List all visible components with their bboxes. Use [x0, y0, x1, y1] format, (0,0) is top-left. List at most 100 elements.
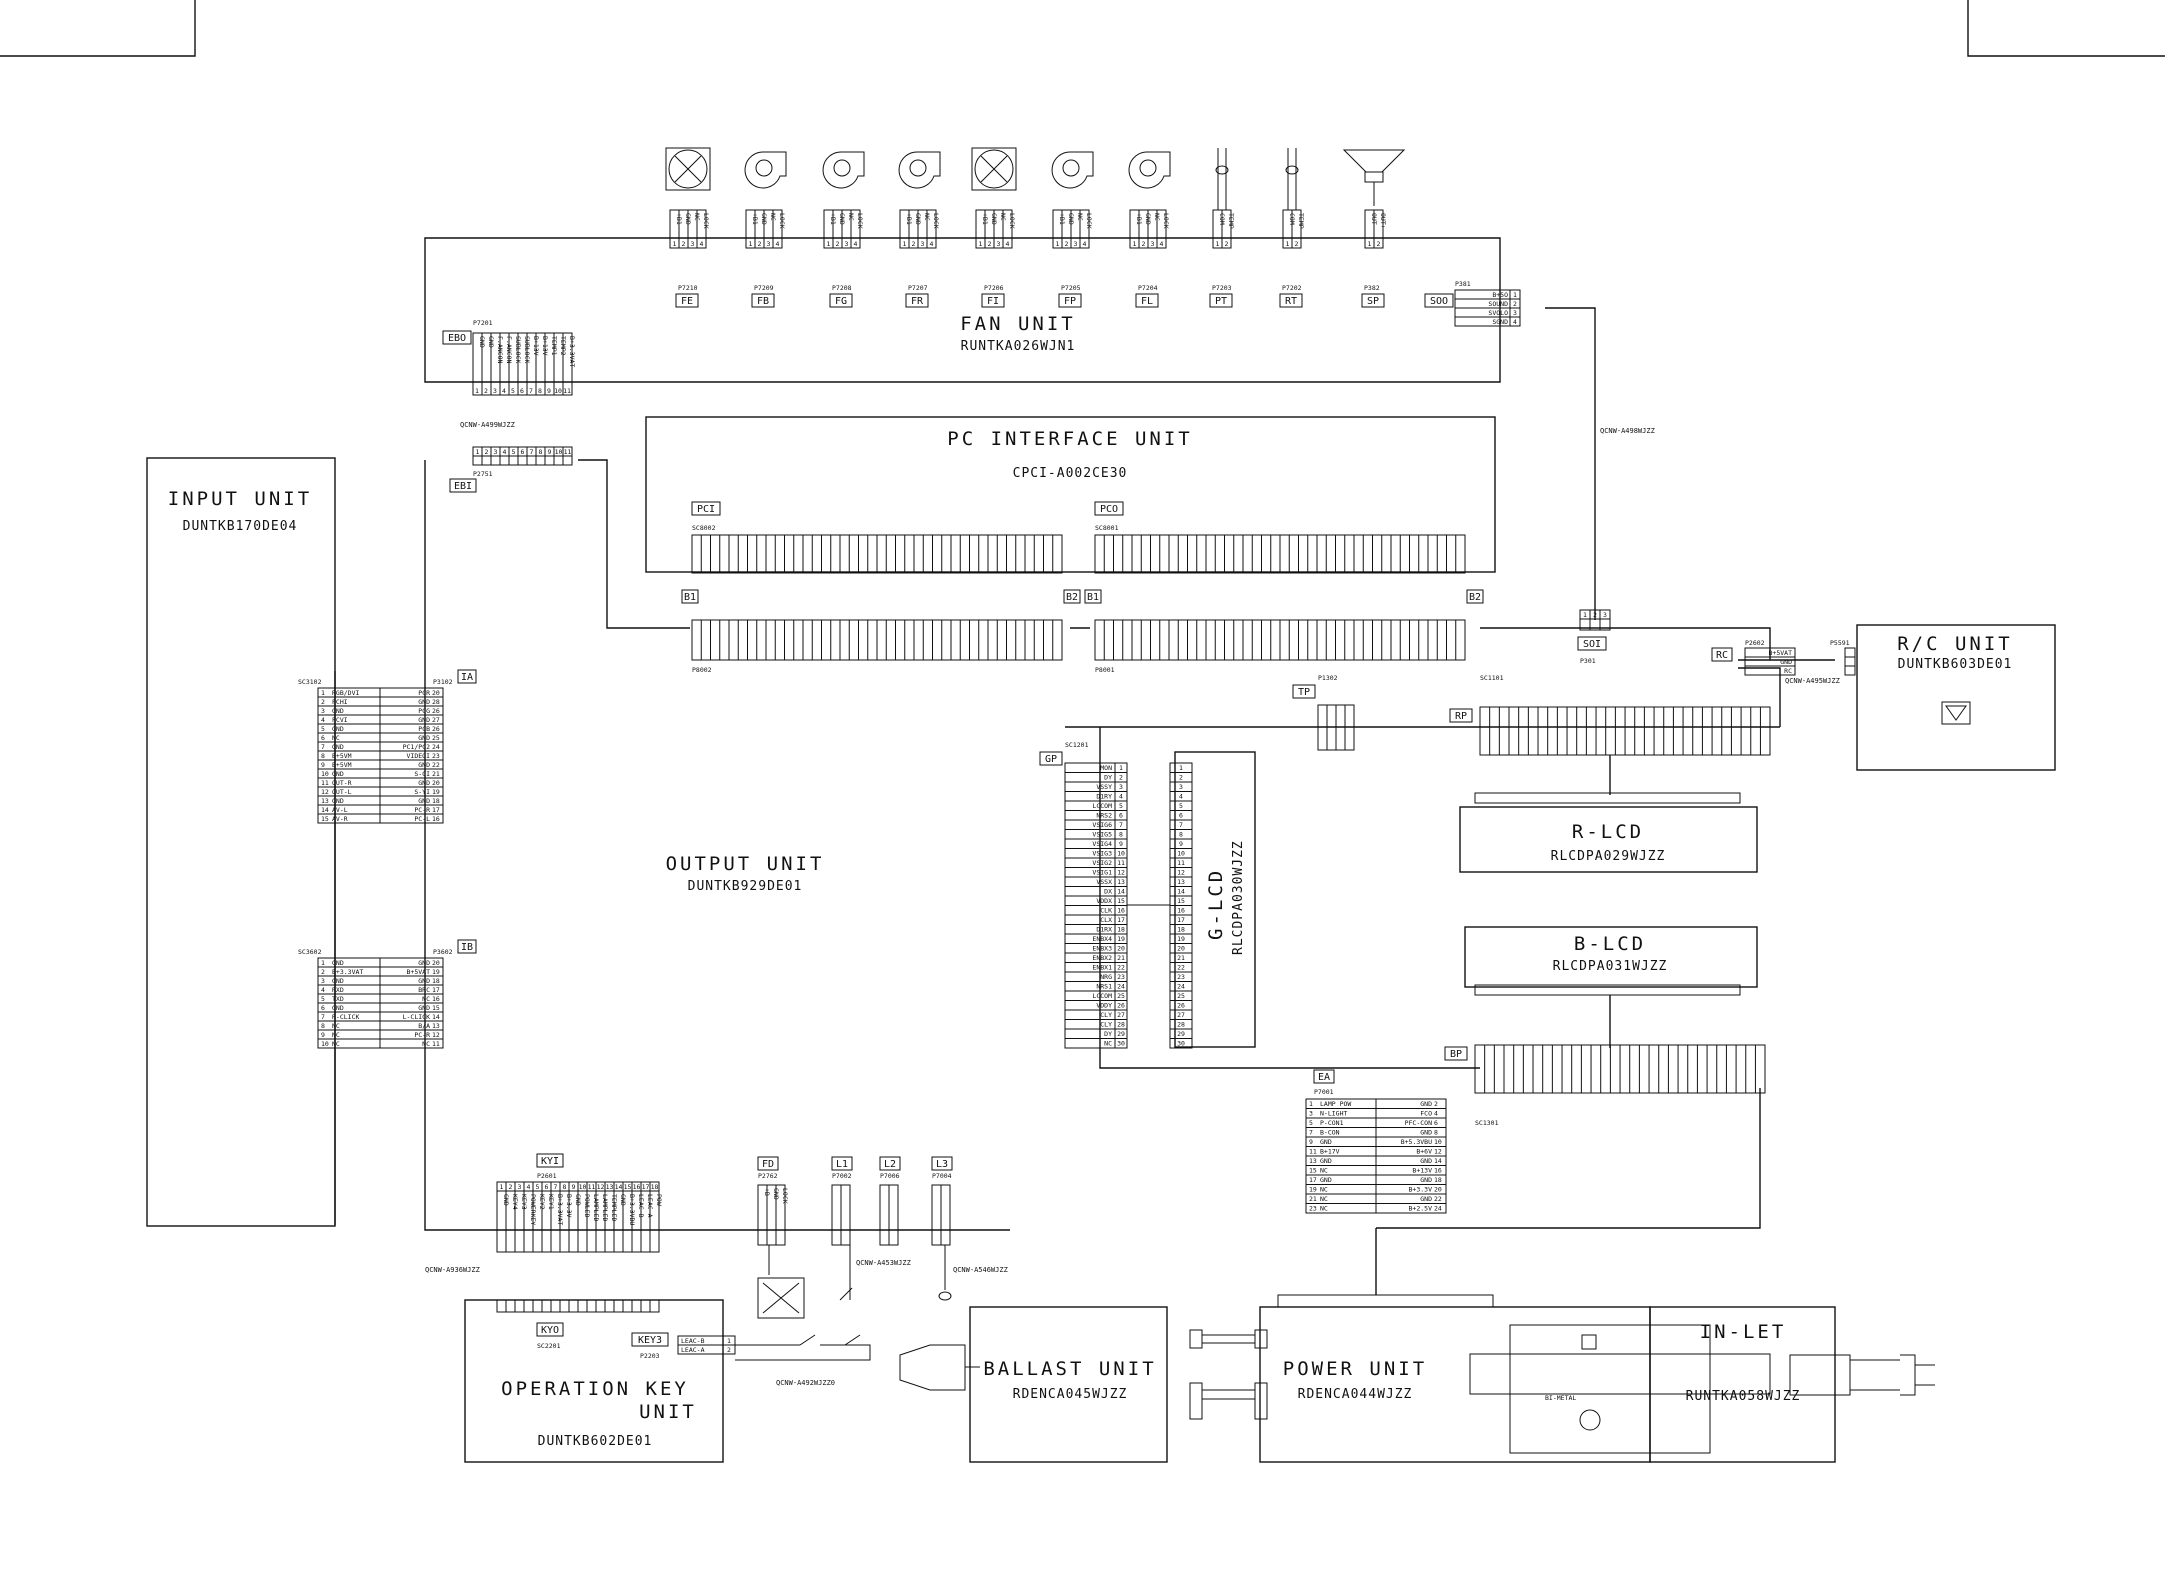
ebi-ref: P2751: [473, 470, 493, 478]
gp-pin-label: MON: [1100, 764, 1112, 772]
gp-pin-label: VSIG6: [1092, 821, 1112, 829]
gp-pin-num: 13: [1117, 878, 1125, 886]
ia-pin-r: 19: [432, 788, 440, 796]
ia-pin-r: 17: [432, 806, 440, 814]
rc-tag-box: [1711, 647, 1733, 662]
kyi-ref: P2601: [537, 1172, 557, 1180]
opkey-unit-part: DUNTKB602DE01: [538, 1434, 653, 1449]
fan-fb-pin-no: 3: [767, 240, 771, 248]
ib-sig-l: NC: [332, 1031, 340, 1039]
fan-sp-pin-no: 2: [1377, 240, 1381, 248]
glcd-pin-num: 1: [1179, 764, 1183, 772]
fan-rt-conn-pin-label: TEMP: [1297, 213, 1305, 229]
gp-pin-label: DY: [1104, 1030, 1112, 1038]
fan-fg-conn-pin-label: LOCK: [856, 213, 864, 229]
gp-pin-label: D1RX: [1096, 926, 1112, 934]
rc-ref2: P5591: [1830, 639, 1850, 647]
fan-rt-conn-pin-label: COM: [1288, 213, 1296, 225]
fan-fp-tag: FP: [1064, 296, 1076, 307]
fan-fl-ref: P7204: [1138, 284, 1158, 292]
ebi-conn-pin-num: 2: [485, 448, 489, 456]
fan-fg-pin-no: 2: [836, 240, 840, 248]
fan-fe-ref: P7210: [678, 284, 698, 292]
fan-fr-pin-no: 4: [930, 240, 934, 248]
ebi-conn-pin-num: 9: [548, 448, 552, 456]
fan-fg-conn-pin-label: GND: [838, 213, 846, 225]
ea-sig-l: B-CON: [1320, 1129, 1340, 1137]
kyi-conn-pin-label: POWERKEY: [529, 1194, 537, 1225]
kyi-conn-pin-label: B+3.3VBU: [628, 1194, 636, 1225]
soo-pin-num: 3: [1513, 309, 1517, 317]
ia-sig-l: AV-R: [332, 815, 348, 823]
ia-pin-l: 3: [321, 707, 325, 715]
ia-sig-l: GND: [332, 725, 344, 733]
soo-tag-box: [1424, 293, 1454, 308]
fan-fr-tag-box: [905, 293, 929, 308]
glcd-pin-num: 30: [1177, 1040, 1185, 1048]
small-fd-conn-pin-label: LOCK: [781, 1188, 789, 1204]
fan-fb-ref: P7209: [754, 284, 774, 292]
gp-pin-label: ENBX4: [1092, 935, 1112, 943]
fan-pt-pin-no: 2: [1225, 240, 1229, 248]
ia-pin-l: 15: [321, 815, 329, 823]
fan-fb-conn-pin-label: NC: [769, 213, 777, 221]
ia-pin-r: 20: [432, 779, 440, 787]
ia-pin-l: 5: [321, 725, 325, 733]
ea-pin-l: 13: [1309, 1157, 1317, 1165]
r-lcd-part: RLCDPA029WJZZ: [1551, 849, 1666, 864]
ia-pin-r: 27: [432, 716, 440, 724]
ia-sig-l: GND: [332, 743, 344, 751]
glcd-pin-num: 2: [1179, 774, 1183, 782]
fan-fb-pin-no: 1: [749, 240, 753, 248]
ea-sig-r: GND: [1420, 1100, 1432, 1108]
ia-sig-r: GND: [418, 761, 430, 769]
ebi-line: [424, 460, 1010, 1231]
power-fuse-icon: [1581, 1334, 1597, 1350]
gp-pin-label: D1RY: [1096, 793, 1112, 801]
soo-pin-label: B+5O: [1492, 291, 1508, 299]
glcd-pin-num: 26: [1177, 1002, 1185, 1010]
fan-fp-ref: P7205: [1061, 284, 1081, 292]
gp-pin-label: VDDX: [1096, 897, 1112, 905]
fan-fr-conn-pin-label: +B1: [905, 213, 913, 225]
input-unit-part: DUNTKB170DE04: [183, 519, 298, 534]
glcd-pin-num: 19: [1177, 935, 1185, 943]
ia-pin-r: 18: [432, 797, 440, 805]
rc-unit-box: [1856, 624, 2056, 771]
fan-fl-conn-pin-label: NC: [1153, 213, 1161, 221]
fan-pt-ref: P7203: [1212, 284, 1232, 292]
ib-sig-r: L-CLICK: [403, 1013, 430, 1021]
fan-fb-tag: FB: [757, 296, 769, 307]
ballast-unit-part: RDENCA045WJZZ: [1013, 1387, 1128, 1402]
ballast-power-wires: [1202, 1334, 1255, 1400]
fan-fb-tag-box: [751, 293, 775, 308]
ebo-conn-pin-label: TEMP2: [559, 336, 567, 356]
ia-tag-box: [457, 669, 477, 684]
gp-pin-label: NRG: [1100, 973, 1112, 981]
glcd-pin-num: 7: [1179, 821, 1183, 829]
ia-sig-l: OUT-L: [332, 788, 352, 796]
rp-rc-line: [1738, 667, 1781, 727]
glcd-pin-num: 28: [1177, 1021, 1185, 1029]
glcd-pin-num: 5: [1179, 802, 1183, 810]
glcd-pin-num: 3: [1179, 783, 1183, 791]
kyi-conn-pin-label: GND: [574, 1194, 582, 1206]
ib-sig-l: B+3.3VAT: [332, 968, 363, 976]
ea-tag-box: [1313, 1069, 1335, 1084]
fan-sp-ref: P382: [1364, 284, 1380, 292]
glcd-pin-num: 8: [1179, 831, 1183, 839]
pci-side1-box: [681, 589, 699, 604]
fan-fe-conn-pin-label: GND: [684, 213, 692, 225]
ia-sig-l: GND: [332, 797, 344, 805]
ea-tag: EA: [1318, 1072, 1330, 1083]
fan-sp-pin-no: 1: [1368, 240, 1372, 248]
ia-pin-l: 9: [321, 761, 325, 769]
ebo-pin-no: 9: [547, 387, 551, 395]
key3-switch-icon: [799, 1334, 861, 1346]
soo-pin-label: SOUND: [1488, 300, 1508, 308]
gp-pin-num: 1: [1119, 764, 1123, 772]
ia-pin-l: 8: [321, 752, 325, 760]
glcd-pin-num: 10: [1177, 850, 1185, 858]
ia-pin-l: 14: [321, 806, 329, 814]
fan-fp-pin-no: 4: [1083, 240, 1087, 248]
